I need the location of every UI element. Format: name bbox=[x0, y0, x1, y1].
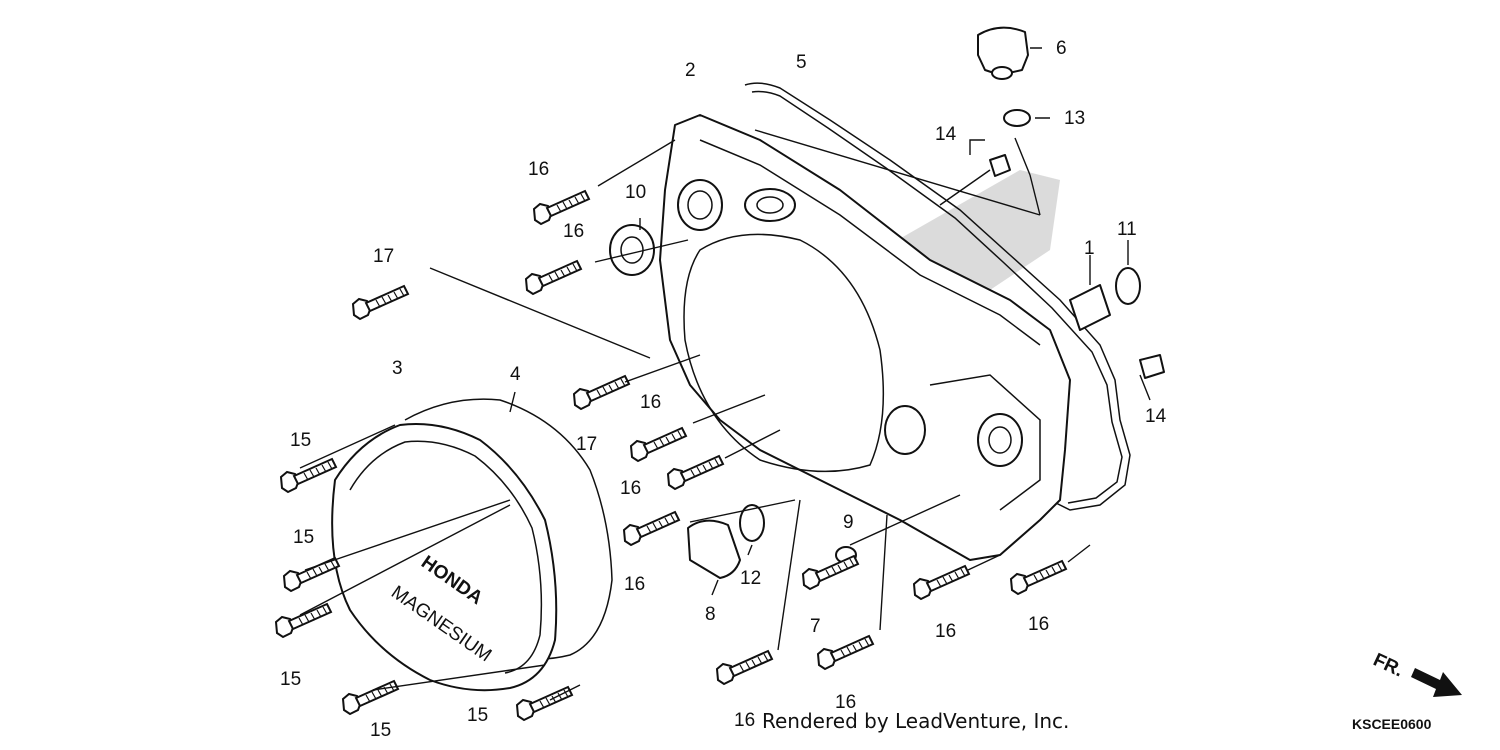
callout-1: 1 bbox=[1084, 238, 1095, 259]
dowel-14-lower bbox=[1139, 354, 1165, 379]
callout-14-upper: 14 bbox=[935, 124, 957, 145]
dowel-14-upper bbox=[989, 154, 1011, 177]
callout-16-h: 16 bbox=[835, 692, 856, 713]
callout-15-e: 15 bbox=[467, 705, 488, 726]
bolt-16-h bbox=[817, 635, 874, 670]
collar-1 bbox=[1069, 284, 1111, 331]
credit-text: Rendered by LeadVenture, Inc. bbox=[762, 709, 1070, 733]
callout-11: 11 bbox=[1117, 219, 1137, 240]
cover-2-bore-right-inner bbox=[988, 426, 1012, 454]
callout-16-i: 16 bbox=[734, 710, 755, 731]
leader-lines bbox=[299, 47, 1151, 701]
callout-15-b: 15 bbox=[293, 527, 314, 548]
callout-15-d: 15 bbox=[370, 720, 391, 741]
front-direction-arrow: FR. bbox=[1370, 649, 1462, 697]
bolt-16-b bbox=[525, 260, 582, 295]
bolt-15-e bbox=[516, 686, 573, 721]
callout-8: 8 bbox=[705, 604, 716, 625]
cover-2-ridge bbox=[699, 139, 1041, 346]
diagram-code: KSCEE0600 bbox=[1352, 716, 1432, 732]
callout-2: 2 bbox=[685, 60, 696, 81]
bolt-16-d bbox=[667, 455, 724, 490]
o-ring-12 bbox=[739, 504, 765, 542]
callout-4: 4 bbox=[510, 364, 521, 385]
bolt-15-c bbox=[275, 603, 332, 638]
callout-17-b: 17 bbox=[576, 434, 597, 455]
callout-16-a: 16 bbox=[528, 159, 549, 180]
gasket-5 bbox=[744, 82, 1131, 511]
bolt-15-b bbox=[283, 557, 340, 592]
cover-2-rib bbox=[929, 374, 1041, 511]
bolt-16-a bbox=[533, 190, 590, 225]
cover-2-bore-lower bbox=[884, 405, 926, 455]
clutch-cover-3 bbox=[331, 423, 558, 692]
callout-15-a: 15 bbox=[290, 430, 311, 451]
callout-6: 6 bbox=[1056, 38, 1067, 59]
callout-17-a: 17 bbox=[373, 246, 394, 267]
bolt-15-d bbox=[342, 680, 399, 715]
cover-2-oil-filler bbox=[744, 188, 796, 222]
callout-16-e: 16 bbox=[624, 574, 645, 595]
callout-13: 13 bbox=[1064, 108, 1085, 129]
bolt-16-f bbox=[913, 565, 970, 600]
callout-7: 7 bbox=[810, 616, 821, 637]
clutch-cover-3-rim bbox=[349, 440, 543, 674]
callout-16-c: 16 bbox=[640, 392, 661, 413]
callout-16-b: 16 bbox=[563, 221, 584, 242]
oil-seal-10 bbox=[609, 224, 655, 276]
bolt-16-c bbox=[630, 427, 687, 462]
cover-2-bore-upper bbox=[677, 179, 723, 231]
cover-2-bore-right bbox=[977, 413, 1023, 467]
gasket-5-inner bbox=[751, 90, 1123, 504]
callout-10: 10 bbox=[625, 182, 646, 203]
callout-3: 3 bbox=[392, 358, 403, 379]
callout-16-d: 16 bbox=[620, 478, 641, 499]
bolt-7 bbox=[802, 555, 859, 590]
cover-2-bore-upper-inner bbox=[687, 190, 713, 220]
o-ring-13 bbox=[1003, 109, 1031, 127]
oil-cap-6-thread bbox=[991, 66, 1013, 80]
bolt-16-g bbox=[1010, 560, 1067, 595]
callout-15-c: 15 bbox=[280, 669, 301, 690]
callout-14-lower: 14 bbox=[1145, 406, 1167, 427]
bolt-16-e bbox=[623, 511, 680, 546]
front-direction-label: FR. bbox=[1370, 649, 1407, 681]
bolt-17-a bbox=[352, 285, 409, 320]
callout-16-f: 16 bbox=[935, 621, 956, 642]
cap-8 bbox=[687, 519, 741, 579]
callout-9: 9 bbox=[843, 512, 854, 533]
inner-gasket bbox=[683, 233, 885, 473]
bolt-17-b bbox=[573, 375, 630, 410]
callout-12: 12 bbox=[740, 568, 761, 589]
cover-2-oil-filler-inner bbox=[756, 196, 784, 214]
o-ring-11 bbox=[1115, 267, 1141, 305]
callout-5: 5 bbox=[796, 52, 807, 73]
gasket-4 bbox=[404, 398, 613, 660]
callout-16-g: 16 bbox=[1028, 614, 1049, 635]
bolt-16-i bbox=[716, 650, 773, 685]
